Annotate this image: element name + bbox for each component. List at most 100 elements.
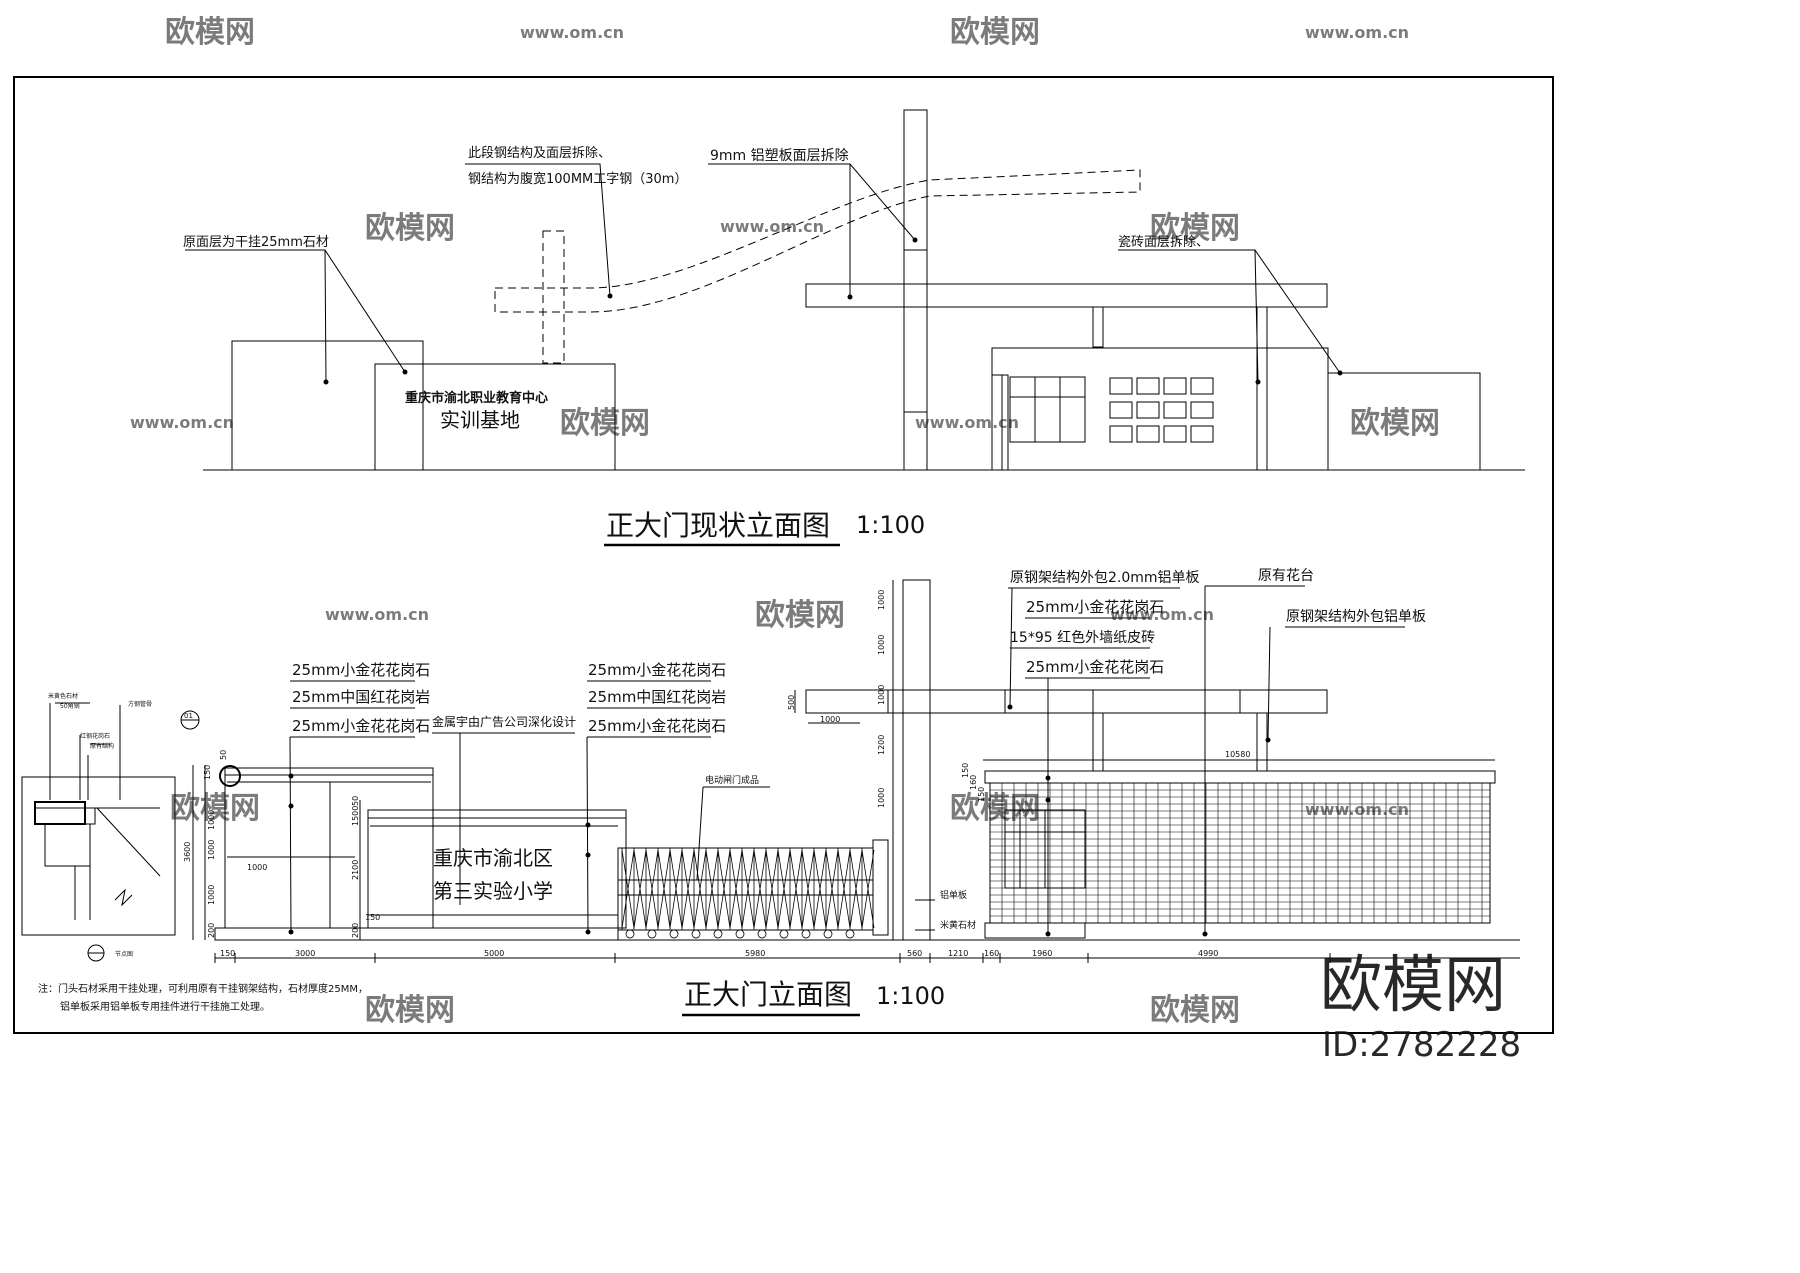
gate-wheel: [845, 929, 855, 939]
note-aluplastic: 9mm 铝塑板面层拆除: [710, 148, 849, 164]
wm-brand-5: 欧模网: [560, 406, 650, 441]
dim-beam-0: 500: [787, 695, 796, 710]
guard-house-new: [984, 770, 1496, 784]
note-steel-remove-2: 钢结构为腹宽100MM工字钢（30m）: [468, 171, 687, 187]
alu-label: 铝单板: [940, 889, 967, 901]
gate-scissor: [729, 849, 743, 929]
gate-wheel: [713, 929, 723, 939]
mid-note-2: 25mm中国红花岗岩: [588, 688, 726, 706]
note-tile-face: 瓷砖面层拆除、: [1118, 235, 1209, 250]
gate-wheel: [647, 929, 657, 939]
wm-brand-11: 欧模网: [1150, 993, 1240, 1028]
gate-scissor: [837, 849, 851, 929]
right-note-1: 原钢架结构外包2.0mm铝单板: [1010, 570, 1200, 586]
gate-wheel: [757, 929, 767, 939]
dim-b-5: 1210: [948, 949, 968, 958]
left-note-3: 25mm小金花花岗石: [292, 717, 430, 735]
drawing-sheet: 此段钢结构及面层拆除、 钢结构为腹宽100MM工字钢（30m） 9mm 铝塑板面…: [13, 15, 1554, 1065]
top-beam-new: [805, 689, 1328, 714]
dim-l-inner: 1000: [247, 863, 267, 872]
sign-panel: [374, 363, 616, 471]
right-note-2: 25mm小金花花岗石: [1026, 598, 1164, 616]
planter-note: 原有花台: [1258, 568, 1314, 584]
gate-wheel: [669, 929, 679, 939]
detail-label-4: 方钢管骨: [128, 700, 152, 708]
school-line-2: 第三实验小学: [433, 879, 553, 903]
dim-ticks: [214, 953, 1331, 963]
brand-id-text: ID:2782228: [1322, 1025, 1521, 1065]
node-detail-texts: 米黄色石材 50角钢 红钢花岗石 原有结构 方钢管骨 节点图: [48, 692, 152, 958]
school-sign-wall: [367, 809, 627, 929]
section-marker: 01: [180, 710, 241, 787]
dim-r-2: 150: [977, 787, 986, 802]
dim-w-3: 200: [351, 923, 360, 938]
brand-logo-text: 欧模网: [1320, 948, 1506, 1021]
canopy-beam: [805, 283, 1328, 308]
dim-l-3: 1000: [207, 885, 216, 905]
top-view-scale: 1:100: [856, 511, 925, 539]
dim-b-8: 4990: [1198, 949, 1218, 958]
gate-scissor: [669, 849, 683, 929]
wm-brand-6: 欧模网: [1350, 406, 1440, 441]
dim-b-1: 3000: [295, 949, 315, 958]
wm-brand-9: 欧模网: [950, 791, 1040, 826]
gate-wheel: [735, 929, 745, 939]
gate-scissor: [813, 849, 827, 929]
wall-openings: [1109, 377, 1214, 443]
wm-site-3: www.om.cn: [720, 217, 824, 236]
gate-scissor: [753, 849, 767, 929]
gate-scissor: [825, 849, 839, 929]
tall-pillar: [903, 109, 928, 471]
sign-line-1: 重庆市渝北职业教育中心: [405, 390, 548, 406]
brick-grid: [990, 783, 1490, 923]
dim-l-0: 3600: [183, 842, 192, 862]
dim-p-4: 1000: [877, 788, 886, 808]
gate-scissor: [741, 849, 755, 929]
wm-brand-4: 欧模网: [1150, 211, 1240, 246]
section-marker-num: 01: [184, 712, 193, 720]
guard-window: [1009, 376, 1086, 443]
note-steel-remove-1: 此段钢结构及面层拆除、: [468, 146, 611, 161]
dim-w-5: 50: [351, 796, 360, 806]
left-dimensions: 3600 1000 1000 1000 200 150 50 1000 2100…: [183, 750, 986, 938]
wm-brand-2: 欧模网: [950, 15, 1040, 50]
stone-label: 米黄石材: [940, 919, 976, 931]
gate-lattice: [621, 848, 875, 939]
sheet-border: [13, 76, 1554, 1034]
gate-scissor: [645, 849, 659, 929]
dim-l-2: 1000: [207, 840, 216, 860]
right-note-3: 15*95 红色外墙纸皮砖: [1010, 629, 1155, 646]
wm-site-6: www.om.cn: [325, 605, 429, 624]
watermarks: 欧模网 www.om.cn 欧模网 www.om.cn 欧模网 www.om.c…: [130, 15, 1440, 1028]
dim-b-2: 5000: [484, 949, 504, 958]
dim-w-4: 1500: [351, 806, 360, 826]
wm-site-2: www.om.cn: [1305, 23, 1409, 42]
sign-line-2: 实训基地: [440, 408, 520, 432]
footnote-1: 注：门头石材采用干挂处理，可利用原有干挂钢架结构，石材厚度25MM，: [38, 982, 368, 995]
right-note-4: 25mm小金花花岗石: [1026, 658, 1164, 676]
wm-site-9: www.om.cn: [1305, 800, 1409, 819]
gate-scissor: [801, 849, 815, 929]
left-note-2: 25mm中国红花岗岩: [292, 688, 430, 706]
guard-house: [991, 347, 1329, 471]
bottom-dimensions: 150 3000 5000 5980 560 1210 160 1960 499…: [220, 750, 1250, 958]
pillar-dimensions: 1000 1000 1000 1200 1000 500 1000: [787, 590, 886, 808]
top-view-title: 正大门现状立面图: [606, 509, 830, 542]
dim-top: 10580: [1225, 750, 1250, 759]
dim-w-1: 2100: [351, 860, 360, 880]
wm-site-5: www.om.cn: [915, 413, 1019, 432]
left-note-1: 25mm小金花花岗石: [292, 661, 430, 679]
footnote-2: 铝单板采用铝单板专用挂件进行干挂施工处理。: [60, 1000, 270, 1013]
gate-wheel: [779, 929, 789, 939]
gate-scissor: [717, 849, 731, 929]
wm-brand-8: 欧模网: [170, 791, 260, 826]
gate-scissor: [621, 849, 635, 929]
designer-note: 金属宇由广告公司深化设计: [432, 714, 576, 729]
gate-scissor: [861, 849, 875, 929]
gate-wheel: [625, 929, 635, 939]
gate-scissor: [789, 849, 803, 929]
steel-clad-note: 原钢架结构外包铝单板: [1286, 609, 1426, 625]
wm-brand-7: 欧模网: [755, 598, 845, 633]
gate-scissor: [657, 849, 671, 929]
dim-b-7: 1960: [1032, 949, 1052, 958]
